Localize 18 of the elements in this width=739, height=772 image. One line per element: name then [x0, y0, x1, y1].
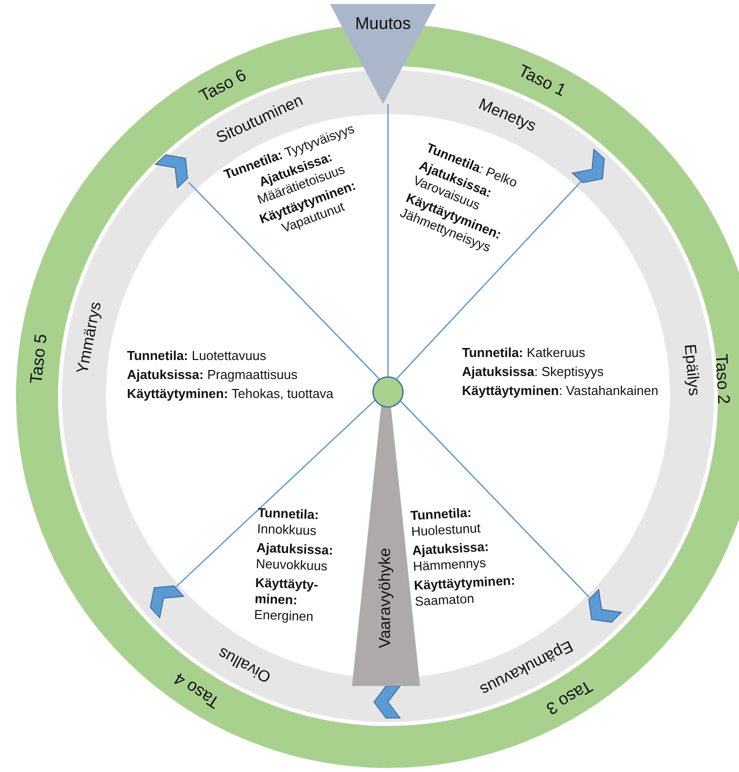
description-text: Käyttäyty-minen: Energinen: [254, 574, 320, 626]
level-label: Taso 1: [515, 60, 569, 100]
node-label: Vaaravyöhyke: [377, 548, 395, 648]
stage-label: Ymmärrys: [74, 300, 106, 376]
level-label: Taso 4: [170, 669, 223, 712]
stage-label: Epäilys: [680, 343, 702, 396]
description-text: Käyttäytyminen: Tehokas, tuottava: [127, 386, 334, 402]
description-text: Ajatuksissa: Skeptisyys: [462, 364, 605, 380]
description-text: Ajatuksissa: Pragmaattisuus: [127, 367, 299, 383]
description-text: Tunnetila: Huolestunut: [410, 504, 482, 540]
description-text: Tunnetila: Innokkuus: [256, 505, 320, 540]
description-text: Tunnetila: Katkeruus: [462, 345, 586, 361]
description-text: Ajatuksissa: Neuvokkuus: [256, 540, 334, 576]
description-text: Tunnetila: Luotettavuus: [127, 348, 268, 364]
level-label: Taso 5: [26, 333, 52, 386]
description-text: Käyttäytyminen: Vastahankainen: [462, 383, 660, 399]
node-label: Muutos: [355, 14, 411, 34]
level-label: Taso 2: [710, 352, 733, 404]
